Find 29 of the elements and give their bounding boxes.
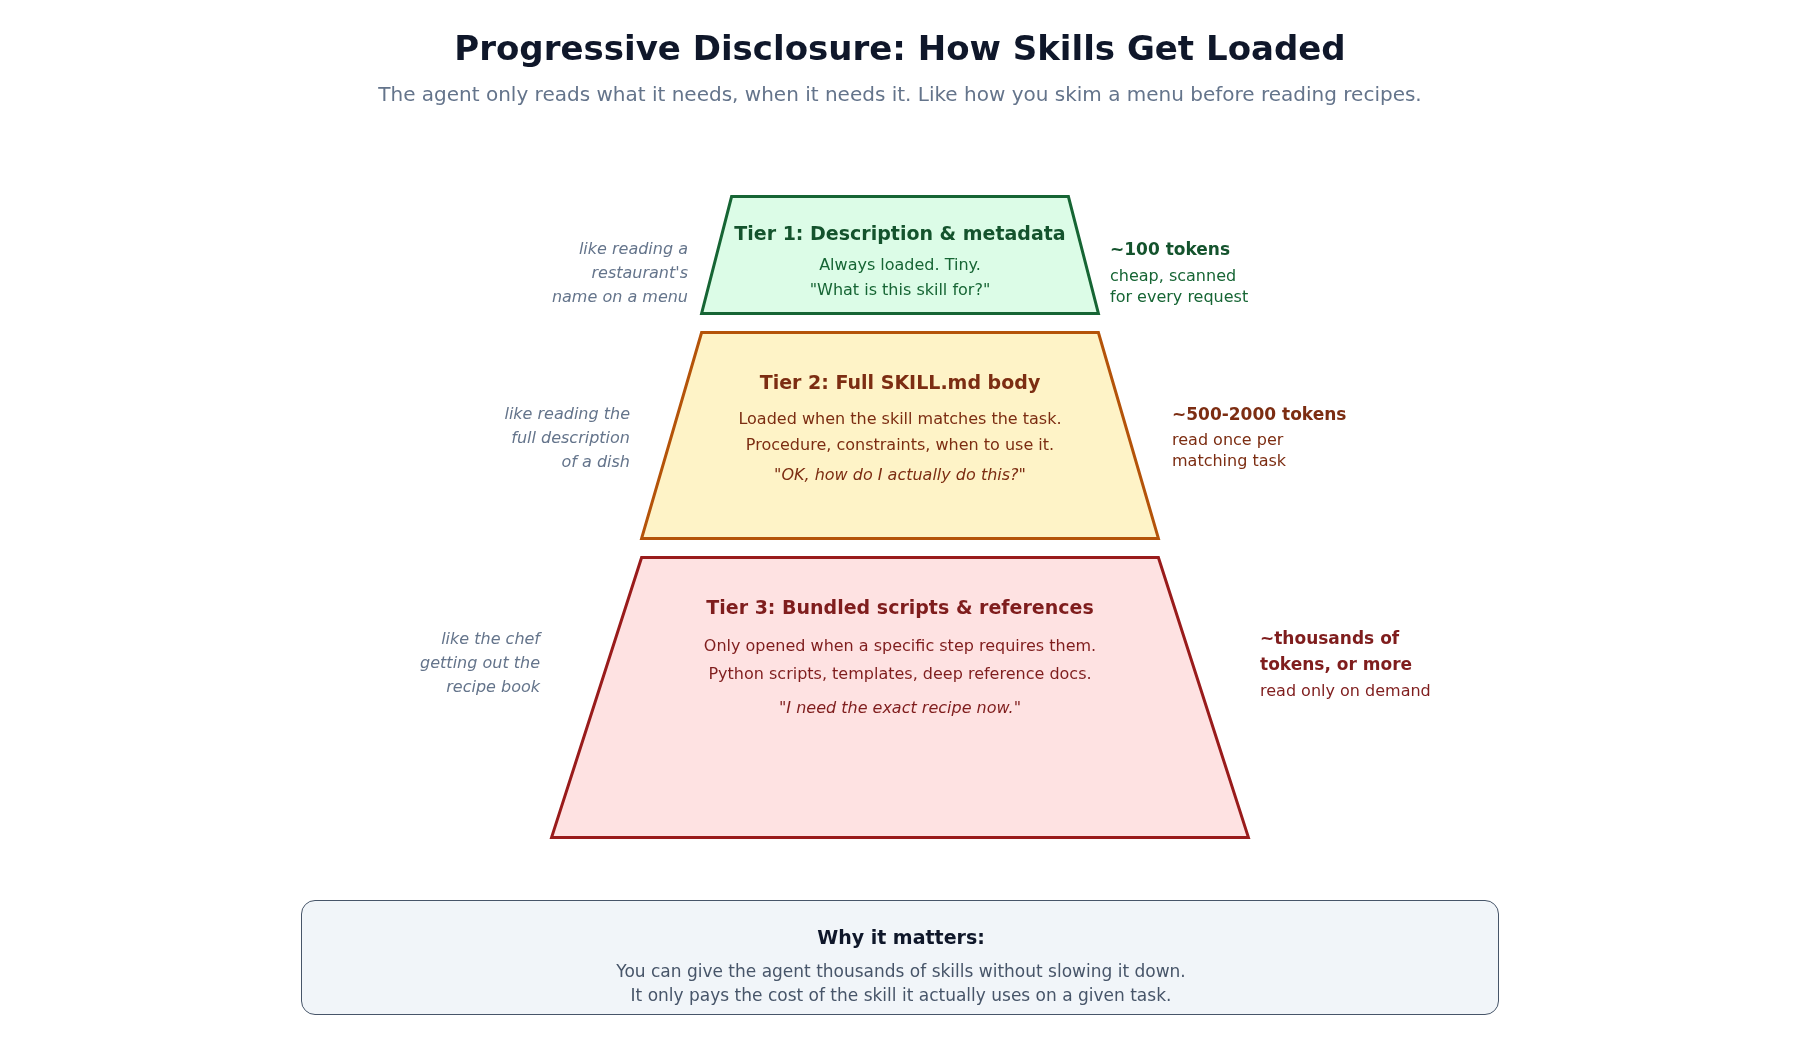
analogy-note: like reading the full description of a dish [503,403,630,473]
page-subtitle: The agent only reads what it needs, when it needs it. Like how you skim a menu before reading recipes. [378,82,1422,106]
tier-text: Loaded when the skill matches the task. [738,408,1062,428]
pyramid-tier [700,195,1100,315]
token-count: ~100 tokens [1110,238,1231,261]
info-panel [301,900,1499,1015]
token-note: read once per matching task [1172,429,1288,471]
panel-heading: Why it matters: [817,926,985,948]
tier-text: Always loaded. Tiny. [819,254,981,274]
tier-text: Only opened when a specific step requires them. [703,635,1097,655]
token-note: read only on demand [1260,679,1431,701]
tier-heading: Tier 3: Bundled scripts & references [706,596,1094,618]
tier-heading: Tier 2: Full SKILL.md body [759,371,1041,393]
quote-text: "OK, how do I actually do this?" [774,464,1026,484]
quote-text: "I need the exact recipe now." [779,697,1021,717]
pyramid-tier [640,331,1160,540]
quote-text: "What is this skill for?" [809,279,991,299]
panel-text: You can give the agent thousands of skills without slowing it down. [616,961,1186,981]
token-count: ~thousands of tokens, or more [1260,627,1414,676]
token-note: cheap, scanned for every request [1110,265,1250,307]
analogy-note: like the chef getting out the recipe book [419,628,540,698]
analogy-note: like reading a restaurant's name on a menu [550,238,688,308]
page-title: Progressive Disclosure: How Skills Get Loaded [454,28,1346,68]
pyramid-tier [550,556,1250,839]
panel-text: It only pays the cost of the skill it actually uses on a given task. [630,985,1172,1005]
tier-text: Python scripts, templates, deep reference docs. [708,663,1092,683]
tier-heading: Tier 1: Description & metadata [734,222,1066,244]
tier-text: Procedure, constraints, when to use it. [745,434,1055,454]
token-count: ~500-2000 tokens [1172,403,1347,426]
